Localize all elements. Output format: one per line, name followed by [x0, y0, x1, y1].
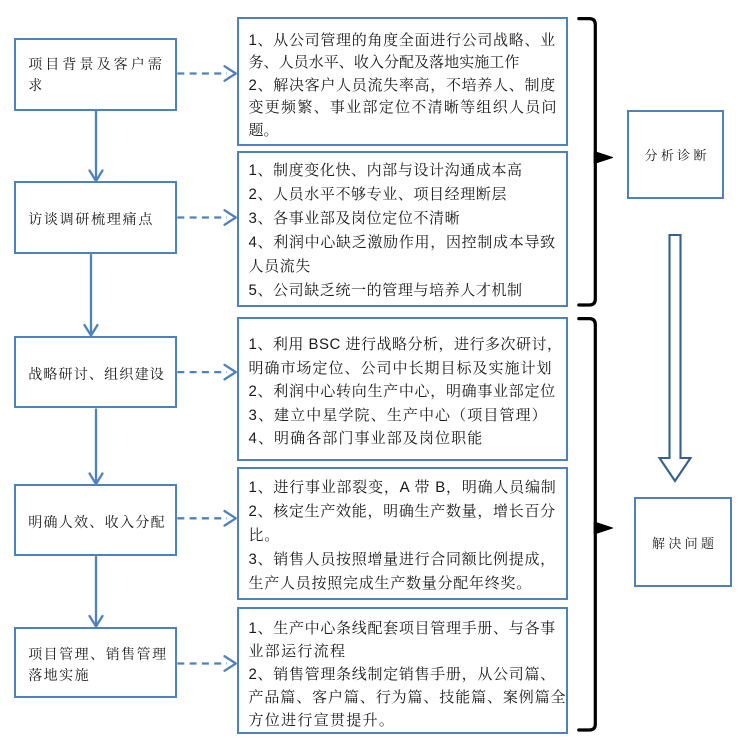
detail-box-4: 1、进行事业部裂变，A 带 B，明确人员编制 2、核定生产效能，明确生产数量，增…: [236, 467, 568, 600]
group-label-analysis: 分析诊断: [627, 110, 724, 199]
detail-line: 生产人员按照完成生产数量分配年终奖。: [248, 574, 533, 592]
detail-line: 4、利润中心缺乏激励作用，因控制成本导致: [248, 234, 556, 252]
step-label: 访谈调研梳理痛点: [28, 210, 155, 227]
step-box-strategy-organization: 战略研讨、组织建设: [14, 335, 178, 409]
detail-box-2: 1、制度变化快、内部与设计沟通成本高 2、人员水平不够专业、项目经理断层 3、各…: [236, 150, 568, 307]
detail-line: 1、制度变化快、内部与设计沟通成本高: [248, 162, 523, 180]
detail-text: 1、生产中心条线配套项目管理手册、与各事 业部运行流程 2、销售管理条线制定销售…: [239, 609, 567, 733]
step-box-background-needs: 项目背景及客户需 求: [14, 37, 178, 111]
detail-text: 1、制度变化快、内部与设计沟通成本高 2、人员水平不够专业、项目经理断层 3、各…: [239, 153, 567, 303]
group-label-text: 分析诊断: [644, 148, 710, 163]
detail-text: 1、从公司管理的角度全面进行公司战略、业 务、人员水平、收入分配及落地实施工作 …: [239, 19, 567, 142]
group-label-solution: 解决问题: [634, 497, 732, 587]
detail-line: 2、核定生产效能，明确生产数量，增长百分: [248, 503, 556, 520]
detail-line: 务、人员水平、收入分配及落地实施工作: [248, 54, 520, 72]
flow-arrow-step2-step3: [83, 254, 99, 337]
detail-line: 变更频繁、事业部定位不清晰等组织人员问: [248, 99, 558, 117]
detail-line: 2、解决客户人员流失率高，不培养人、制度: [248, 76, 556, 94]
detail-line: 1、从公司管理的角度全面进行公司战略、业: [248, 31, 556, 49]
flow-arrow-step3-step4: [88, 408, 104, 486]
dashed-arrow-step5: [177, 655, 237, 672]
detail-box-5: 1、生产中心条线配套项目管理手册、与各事 业部运行流程 2、销售管理条线制定销售…: [236, 607, 568, 734]
detail-line: 3、各事业部及岗位定位不清晰: [248, 210, 461, 228]
step-label: 项目背景及客户需 求: [28, 55, 165, 94]
detail-line: 明确市场定位、公司中长期目标及实施计划: [248, 359, 553, 377]
dashed-arrow-step4: [177, 509, 237, 527]
dashed-arrow-step1: [177, 65, 237, 82]
detail-text: 1、利用 BSC 进行战略分析，进行多次研讨， 明确市场定位、公司中长期目标及实…: [239, 319, 567, 450]
detail-box-1: 1、从公司管理的角度全面进行公司战略、业 务、人员水平、收入分配及落地实施工作 …: [236, 16, 568, 147]
detail-line: 1、进行事业部裂变，A 带 B，明确人员编制: [248, 479, 557, 497]
group-label-text: 解决问题: [652, 535, 718, 551]
detail-text: 1、进行事业部裂变，A 带 B，明确人员编制 2、核定生产效能，明确生产数量，增…: [239, 469, 567, 595]
big-down-arrow: [657, 233, 693, 483]
step-label: 项目管理、销售管理 落地实施: [28, 645, 168, 684]
detail-line: 4、明确各部门事业部及岗位职能: [248, 430, 484, 448]
step-box-implementation: 项目管理、销售管理 落地实施: [14, 626, 178, 699]
detail-line: 2、人员水平不够专业、项目经理断层: [248, 186, 508, 204]
detail-line: 方位进行宣贯提升。: [248, 711, 396, 729]
detail-line: 2、销售管理条线制定销售手册，从公司篇、: [248, 665, 556, 683]
detail-line: 产品篇、客户篇、行为篇、技能篇、案例篇全: [248, 688, 567, 706]
detail-line: 3、销售人员按照增量进行合同额比例提成，: [248, 550, 556, 568]
detail-line: 题。: [248, 121, 279, 139]
detail-box-3: 1、利用 BSC 进行战略分析，进行多次研讨， 明确市场定位、公司中长期目标及实…: [236, 317, 568, 461]
step-label: 明确人效、收入分配: [28, 514, 166, 531]
detail-line: 2、利润中心转向生产中心，明确事业部定位: [248, 383, 556, 401]
dashed-arrow-step2: [177, 209, 237, 226]
step-label: 战略研讨、组织建设: [28, 365, 165, 382]
detail-line: 1、利用 BSC 进行战略分析，进行多次研讨，: [248, 336, 563, 354]
dashed-arrow-step3: [177, 363, 237, 381]
brace-solution: [577, 317, 613, 732]
detail-line: 3、建立中星学院、生产中心（项目管理）: [248, 406, 548, 424]
step-box-efficiency-income: 明确人效、收入分配: [14, 484, 178, 557]
detail-line: 5、公司缺乏统一的管理与培养人才机制: [248, 281, 523, 299]
flow-arrow-step1-step2: [88, 111, 104, 183]
brace-analysis: [577, 17, 613, 307]
detail-line: 人员流失: [248, 257, 311, 275]
detail-line: 1、生产中心条线配套项目管理手册、与各事: [248, 619, 556, 637]
detail-line: 业部运行流程: [248, 642, 347, 660]
step-box-interview-painpoints: 访谈调研梳理痛点: [14, 181, 178, 255]
detail-line: 比。: [248, 526, 281, 544]
flow-arrow-step4-step5: [88, 556, 104, 628]
